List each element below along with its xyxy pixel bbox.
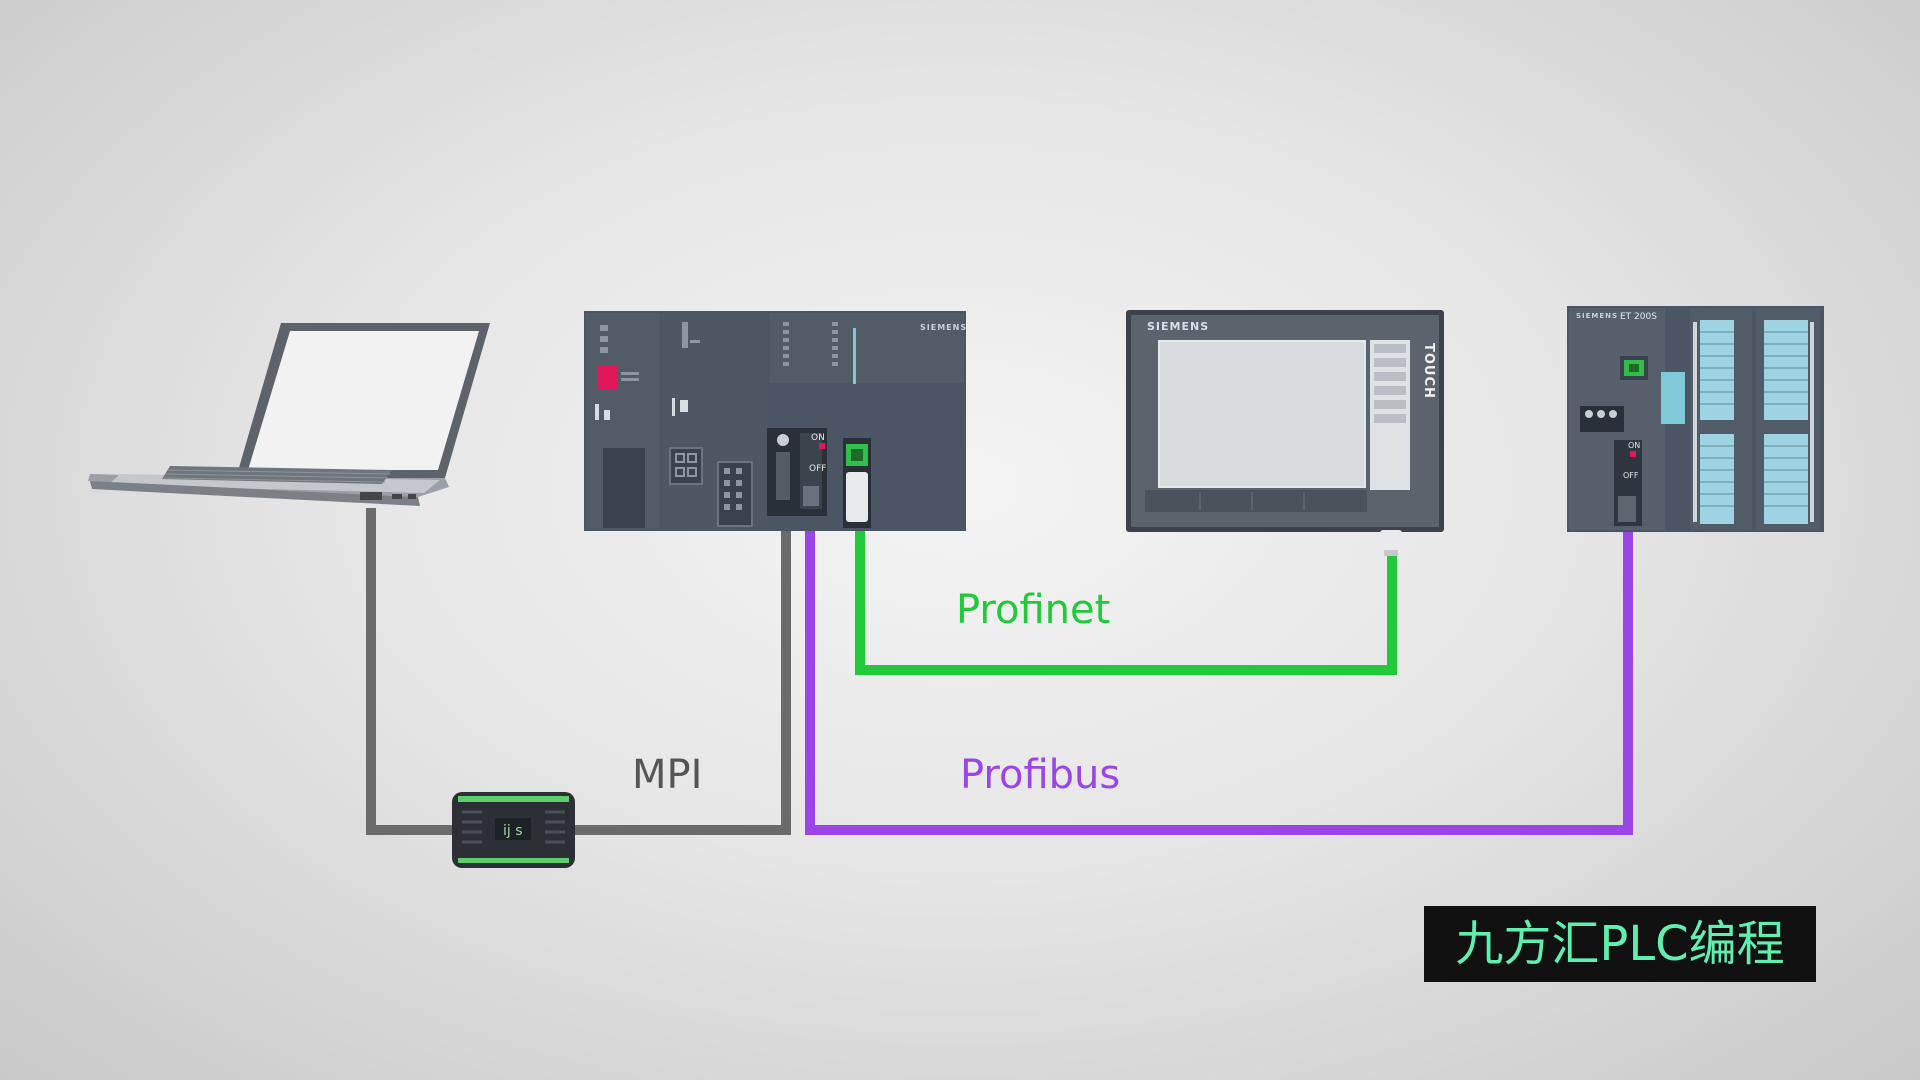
et200s-switch-off: OFF — [1623, 471, 1639, 480]
hmi-touch-label: TOUCH — [1421, 343, 1436, 399]
plc-brand: SIEMENS — [920, 323, 967, 332]
profinet-cable — [855, 525, 1397, 675]
mpi-adapter-icon: ĳ s — [452, 792, 575, 868]
et200s-io-icon: SIEMENS ET 200S ON OFF — [1567, 306, 1824, 532]
plc-cpu-icon: SIEMENS ON OFF — [584, 311, 967, 531]
touch-panel-icon: SIEMENS TOUCH — [1126, 310, 1444, 556]
profibus-cable — [805, 505, 1633, 835]
mpi-cable — [366, 508, 452, 835]
plc-switch-off: OFF — [809, 464, 826, 474]
watermark-label: 九方汇PLC编程 — [1424, 906, 1816, 982]
laptop-icon — [88, 323, 490, 506]
mpi-label: MPI — [632, 752, 702, 798]
hmi-brand: SIEMENS — [1147, 320, 1209, 333]
plc-switch-on: ON — [811, 433, 825, 443]
svg-text:ĳ s: ĳ s — [503, 823, 523, 839]
et200s-model: ET 200S — [1620, 312, 1657, 322]
et200s-brand: SIEMENS — [1576, 312, 1618, 320]
mpi-cable-2 — [575, 470, 791, 835]
profinet-label: Profinet — [956, 587, 1110, 633]
profibus-label: Profibus — [960, 752, 1120, 798]
et200s-switch-on: ON — [1628, 441, 1640, 450]
cables — [366, 470, 1633, 835]
